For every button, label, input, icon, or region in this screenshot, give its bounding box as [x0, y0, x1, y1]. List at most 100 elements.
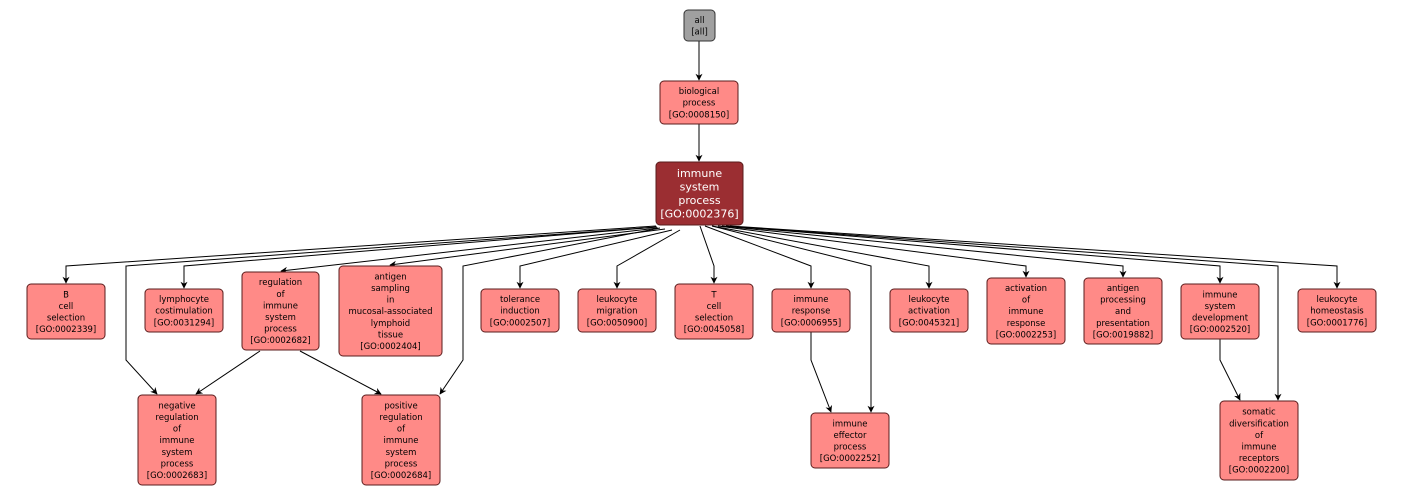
node-label-line: response — [792, 307, 831, 317]
node-label-line: presentation — [1096, 319, 1150, 329]
node-box[interactable] — [889, 288, 969, 333]
edge-isp-app — [721, 225, 1127, 278]
node-box[interactable] — [810, 412, 890, 469]
node-box[interactable] — [771, 288, 851, 333]
node-box[interactable] — [674, 283, 754, 340]
edge-isp-sdir — [725, 225, 1282, 401]
node-label-line: immune — [677, 167, 722, 180]
node-go-id: [GO:0002507] — [490, 318, 550, 328]
node-label-line: selection — [695, 314, 733, 324]
node-label-line: T — [710, 290, 717, 300]
node-label-line: immune — [794, 295, 829, 305]
edge-isp-pos — [439, 227, 661, 395]
edge-isp-tol — [516, 229, 673, 289]
node-all[interactable]: all[all] — [683, 9, 716, 42]
edge-isp-reg — [280, 227, 659, 274]
node-box[interactable] — [480, 288, 560, 333]
node-box[interactable] — [241, 271, 320, 351]
node-label-line: immune — [1009, 307, 1044, 317]
node-box[interactable] — [26, 283, 106, 340]
node-go-id: [GO:0002252] — [820, 454, 880, 464]
node-label-line: system — [1205, 302, 1236, 312]
node-label-line: system — [162, 448, 193, 458]
node-box[interactable] — [1219, 400, 1299, 481]
node-label-line: migration — [596, 307, 637, 317]
node-box[interactable] — [137, 394, 217, 486]
node-go-id: [GO:0019882] — [1093, 330, 1153, 340]
edge-isp-lmig — [613, 229, 681, 289]
node-go-id: [GO:0002376] — [660, 208, 738, 221]
node-box[interactable] — [986, 277, 1066, 345]
node-go-id: [GO:0008150] — [669, 110, 729, 120]
node-label-line: and — [1115, 307, 1131, 317]
node-go-id: [GO:0002682] — [250, 336, 310, 346]
node-box[interactable] — [1180, 283, 1260, 340]
node-label-line: leukocyte — [596, 295, 637, 305]
edge-isp-iep — [711, 225, 875, 413]
node-box[interactable] — [144, 288, 224, 333]
node-label-line: leukocyte — [908, 295, 949, 305]
node-box[interactable] — [659, 80, 739, 125]
node-box[interactable] — [361, 394, 441, 486]
node-pos[interactable]: positiveregulationofimmunesystemprocess[… — [361, 394, 441, 486]
edge-isp-air — [717, 225, 1030, 278]
node-label-line: effector — [833, 431, 867, 441]
node-label-line: antigen — [1107, 284, 1139, 294]
node-label-line: system — [680, 181, 720, 194]
node-box[interactable] — [1297, 288, 1377, 333]
node-label-line: of — [276, 290, 285, 300]
node-label-line: immune — [160, 436, 195, 446]
node-label-line: activation — [1005, 284, 1047, 294]
node-go-id: [GO:0001776] — [1307, 318, 1367, 328]
node-label-line: diversification — [1229, 419, 1289, 429]
node-label-line: positive — [384, 401, 417, 411]
node-label-line: immune — [263, 301, 298, 311]
node-label-line: process — [683, 99, 716, 109]
node-box[interactable] — [338, 265, 443, 357]
node-label-line: of — [173, 425, 182, 435]
node-label-line: development — [1192, 314, 1249, 324]
node-go-id: [GO:0002684] — [371, 471, 431, 481]
node-label-line: of — [1022, 296, 1031, 306]
node-label-line: antigen — [374, 272, 406, 282]
node-box[interactable] — [655, 161, 744, 226]
node-label-line: in — [387, 296, 395, 306]
node-label-line: regulation — [259, 278, 302, 288]
node-ant[interactable]: antigensamplinginmucosal-associatedlymph… — [338, 265, 443, 357]
node-box[interactable] — [683, 9, 716, 42]
node-go-id: [GO:0002253] — [996, 330, 1056, 340]
node-reg[interactable]: regulationofimmunesystemprocess[GO:00026… — [241, 271, 320, 351]
node-label-line: activation — [908, 307, 950, 317]
node-go-id: [GO:0002339] — [36, 325, 96, 335]
node-label-line: system — [265, 313, 296, 323]
node-go-id: [GO:0031294] — [154, 318, 214, 328]
node-label-line: selection — [47, 314, 85, 324]
node-box[interactable] — [577, 288, 657, 333]
node-app[interactable]: antigenprocessingandpresentation[GO:0019… — [1083, 277, 1163, 345]
node-label-line: lymphoid — [371, 319, 410, 329]
node-label-line: B — [63, 290, 69, 300]
node-sdir[interactable]: somaticdiversificationofimmunereceptors[… — [1219, 400, 1299, 481]
node-label-line: somatic — [1242, 408, 1276, 418]
node-box[interactable] — [1083, 277, 1163, 345]
node-label-line: negative — [158, 401, 195, 411]
node-label-line: immune — [1203, 290, 1238, 300]
node-go-id: [GO:0002200] — [1229, 466, 1289, 476]
node-label-line: leukocyte — [1316, 295, 1357, 305]
node-label-line: costimulation — [155, 307, 213, 317]
node-label-line: tolerance — [500, 295, 540, 305]
node-neg[interactable]: negativeregulationofimmunesystemprocess[… — [137, 394, 217, 486]
